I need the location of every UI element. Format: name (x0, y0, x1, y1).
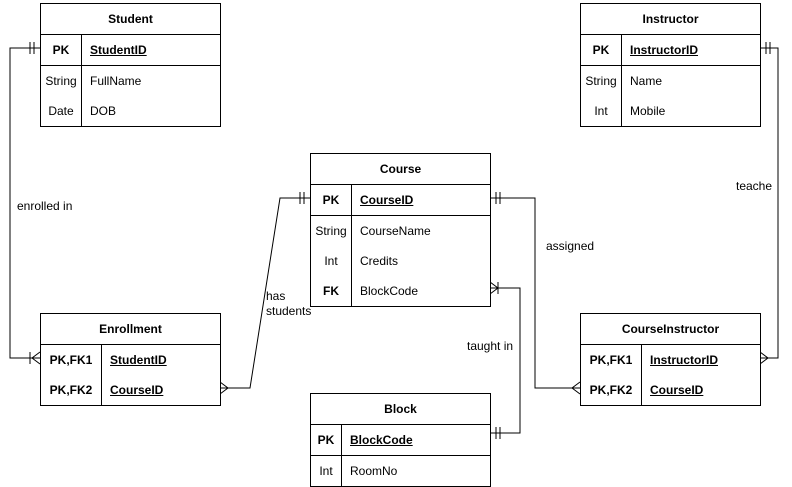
attribute-key: PK,FK2 (581, 375, 642, 405)
attribute-row: PK,FK2 CourseID (581, 375, 760, 405)
line-instructor-courseinstructor (760, 47, 779, 359)
attribute-key: String (41, 66, 82, 96)
attribute-name: CourseID (650, 383, 704, 397)
label-teaches: teache (736, 179, 773, 193)
attribute-row: PK,FK1 InstructorID (581, 345, 760, 375)
attribute-key: FK (311, 276, 352, 306)
attribute-name: FullName (90, 74, 142, 88)
crow-foot (759, 351, 769, 365)
entity-title: Student (41, 4, 220, 35)
line-course-block (490, 287, 521, 434)
attribute-key: Int (311, 246, 352, 276)
attribute-name: BlockCode (350, 433, 413, 447)
attribute-key: String (581, 66, 622, 96)
attribute-key: Int (581, 96, 622, 126)
attribute-name: BlockCode (360, 284, 419, 298)
attribute-key: PK (311, 185, 352, 215)
entity-courseinstructor[interactable]: CourseInstructor PK,FK1 InstructorID PK,… (580, 313, 761, 406)
attribute-row: Int Mobile (581, 96, 760, 126)
attribute-key: Int (311, 456, 342, 486)
entity-title: Instructor (581, 4, 760, 35)
attribute-key: PK,FK2 (41, 375, 102, 405)
attribute-name: CourseID (360, 193, 414, 207)
attribute-key: String (311, 216, 352, 246)
attribute-name: CourseName (360, 224, 431, 238)
attribute-name: StudentID (110, 353, 167, 367)
attribute-key: Date (41, 96, 82, 126)
attribute-row: PK InstructorID (581, 35, 760, 66)
line-student-enrollment (9, 47, 40, 359)
entity-block[interactable]: Block PK BlockCode Int RoomNo (310, 393, 491, 487)
label-enrolled-in: enrolled in (17, 199, 73, 213)
entity-title: Enrollment (41, 314, 220, 345)
crow-foot (31, 351, 41, 365)
entity-instructor[interactable]: Instructor PK InstructorID String Name I… (580, 3, 761, 127)
attribute-row: PK,FK2 CourseID (41, 375, 220, 405)
entity-student[interactable]: Student PK StudentID String FullName Dat… (40, 3, 221, 127)
attribute-key: PK (41, 35, 82, 65)
attribute-row: String Name (581, 66, 760, 96)
attribute-name: Mobile (630, 104, 666, 118)
attribute-key: PK,FK1 (581, 345, 642, 375)
crow-foot (219, 381, 229, 395)
entity-title: CourseInstructor (581, 314, 760, 345)
attribute-row: String FullName (41, 66, 220, 96)
attribute-name: DOB (90, 104, 117, 118)
line-course-courseinstructor (490, 197, 580, 389)
attribute-row: Date DOB (41, 96, 220, 126)
attribute-name: RoomNo (350, 464, 398, 478)
attribute-row: PK StudentID (41, 35, 220, 66)
attribute-name: Credits (360, 254, 399, 268)
entity-enrollment[interactable]: Enrollment PK,FK1 StudentID PK,FK2 Cours… (40, 313, 221, 406)
attribute-name: InstructorID (630, 43, 699, 57)
entity-course[interactable]: Course PK CourseID String CourseName Int… (310, 153, 491, 307)
attribute-name: Name (630, 74, 663, 88)
attribute-row: Int RoomNo (311, 456, 490, 486)
attribute-key: PK (311, 425, 342, 455)
crow-foot (571, 381, 581, 395)
attribute-row: String CourseName (311, 216, 490, 246)
attribute-key: PK,FK1 (41, 345, 102, 375)
attribute-row: FK BlockCode (311, 276, 490, 306)
attribute-name: InstructorID (650, 353, 719, 367)
label-has: has (266, 289, 286, 303)
label-assigned: assigned (546, 239, 595, 253)
attribute-row: Int Credits (311, 246, 490, 276)
attribute-row: PK,FK1 StudentID (41, 345, 220, 375)
label-students: students (266, 304, 312, 318)
label-taught-in: taught in (467, 339, 514, 353)
entity-title: Block (311, 394, 490, 425)
attribute-row: PK BlockCode (311, 425, 490, 456)
attribute-name: CourseID (110, 383, 164, 397)
attribute-name: StudentID (90, 43, 147, 57)
line-enrollment-course (220, 197, 310, 389)
attribute-row: PK CourseID (311, 185, 490, 216)
entity-title: Course (311, 154, 490, 185)
attribute-key: PK (581, 35, 622, 65)
